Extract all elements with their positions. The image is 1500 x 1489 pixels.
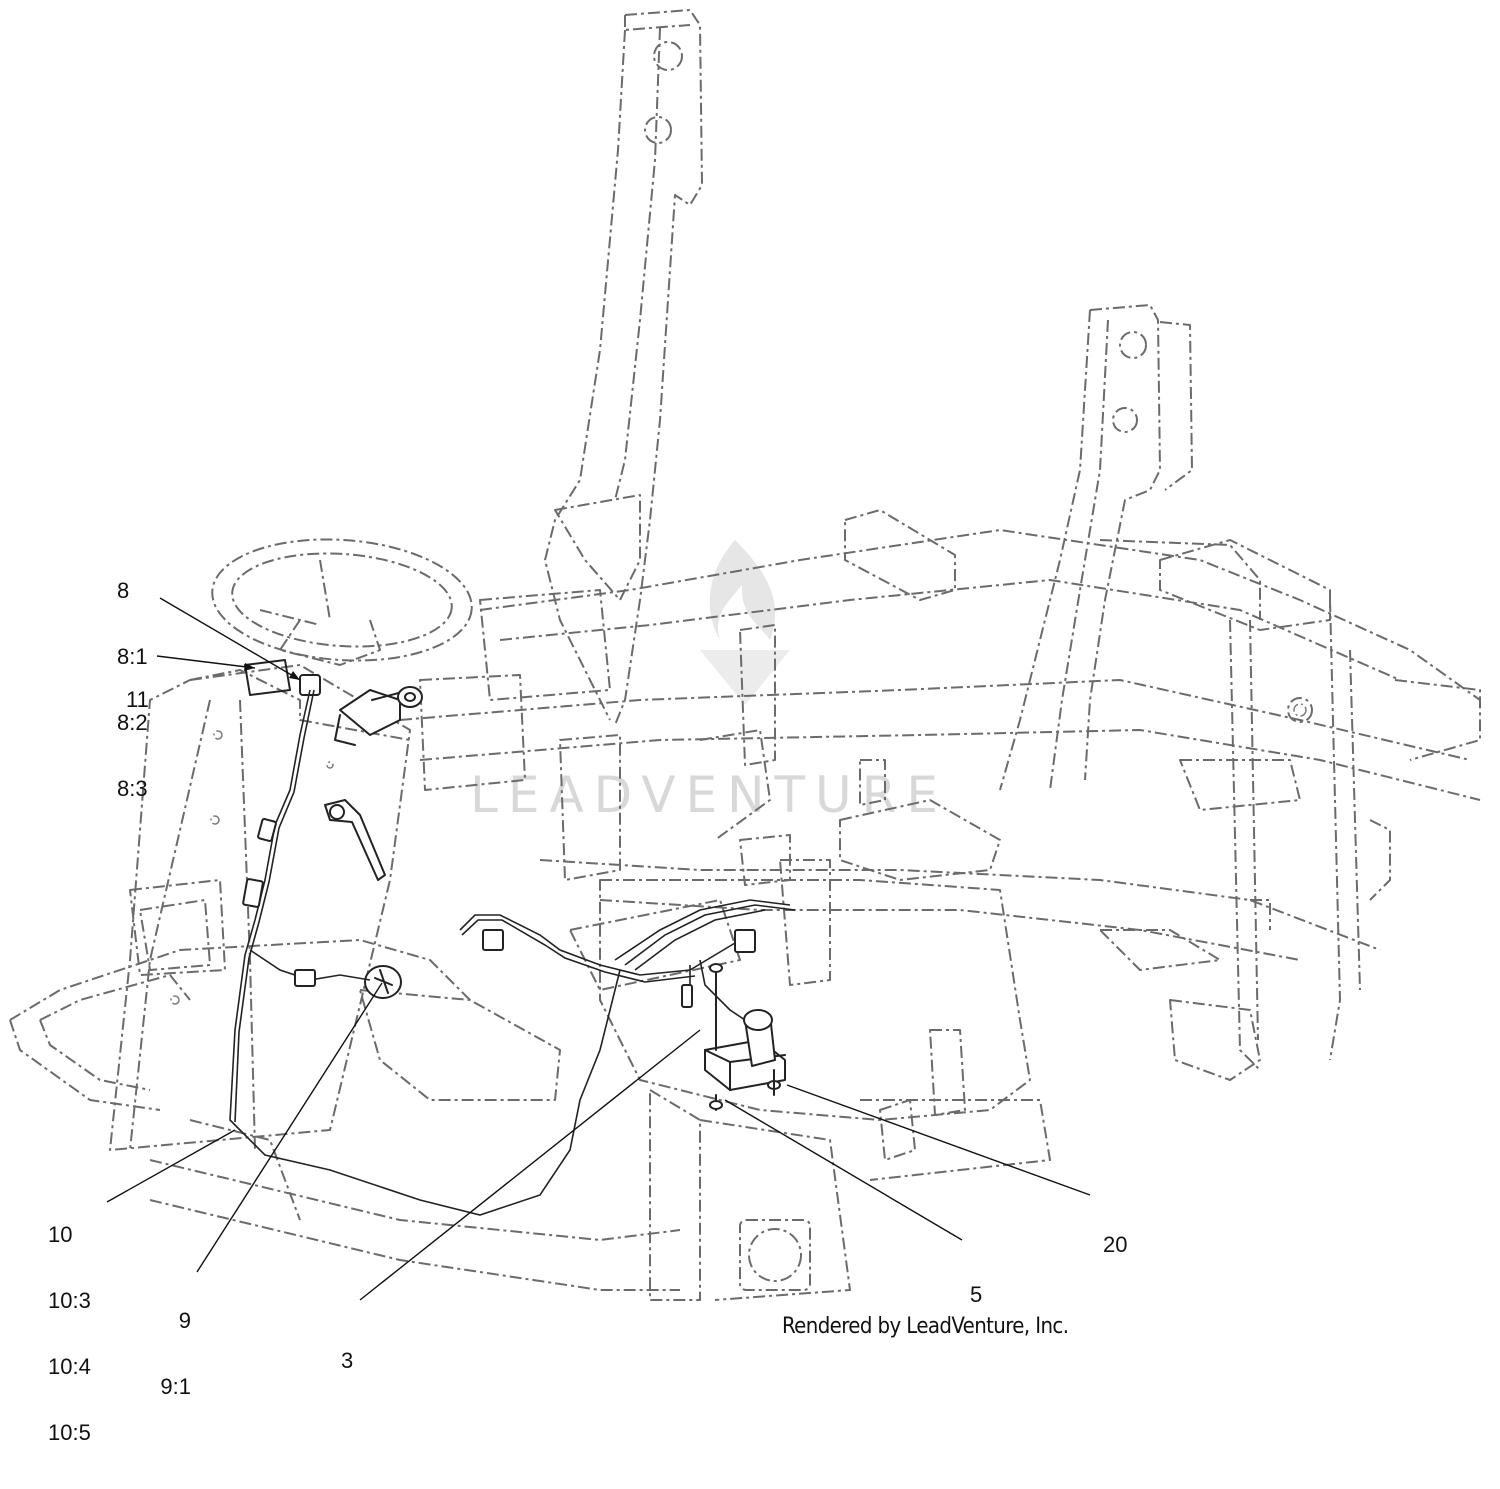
callout-8-line-1: 8 — [117, 578, 130, 603]
callout-20-line-1: 20 — [1103, 1232, 1128, 1257]
callout-3: 3 — [341, 1306, 365, 1416]
parts-diagram: LEADVENTURE — [9, 9, 1481, 1444]
module-assembly — [704, 963, 786, 1111]
callout-8-line-4: 8:3 — [117, 776, 148, 801]
callout-11: 11 — [126, 645, 150, 755]
arrowhead-8 — [289, 671, 300, 680]
callout-10-line-3: 10:4 — [48, 1354, 91, 1379]
callout-10-line-4: 10:5 — [48, 1420, 91, 1445]
callout-20: 20 — [1103, 1190, 1127, 1300]
callout-10: 10 10:3 10:4 10:5 — [48, 1180, 91, 1488]
leader-8 — [159, 597, 301, 681]
steering-wheel — [211, 538, 473, 666]
rops-right-post — [999, 304, 1193, 791]
callout-5-line-1: 5 — [970, 1282, 983, 1307]
callout-9: 9 9:1 — [155, 1266, 191, 1442]
leader-lines — [106, 597, 1091, 1301]
frame-rails — [399, 509, 1481, 1071]
callout-8-line-3: 8:2 — [117, 710, 148, 735]
steering-tower — [109, 664, 411, 1151]
arrowhead-11 — [244, 663, 255, 671]
leader-10 — [106, 1129, 236, 1203]
leader-9 — [196, 982, 383, 1273]
wiring-harness — [229, 689, 796, 1216]
callout-10-line-2: 10:3 — [48, 1288, 91, 1313]
callout-5: 5 — [970, 1240, 994, 1350]
leader-5 — [724, 1099, 963, 1241]
body-panels — [419, 589, 1051, 1301]
rops-left-post — [544, 9, 703, 726]
callout-8-line-2: 8:1 — [117, 644, 148, 669]
frame-drawing — [9, 9, 1481, 1301]
flame-logo-icon — [700, 540, 790, 705]
leader-11 — [156, 655, 256, 669]
leader-3 — [359, 1029, 701, 1301]
callout-9-line-1: 9 — [178, 1308, 191, 1333]
callout-9-line-2: 9:1 — [160, 1374, 191, 1399]
callout-10-line-1: 10 — [48, 1222, 73, 1247]
column-components — [244, 659, 423, 999]
render-credit: Rendered by LeadVenture, Inc. — [782, 1314, 1069, 1339]
leader-20 — [786, 1084, 1091, 1196]
callout-3-line-1: 3 — [341, 1348, 354, 1373]
callout-11-line-1: 11 — [126, 687, 149, 712]
front-bumper — [9, 939, 1261, 1291]
callout-8: 8 8:1 8:2 8:3 — [117, 536, 148, 844]
